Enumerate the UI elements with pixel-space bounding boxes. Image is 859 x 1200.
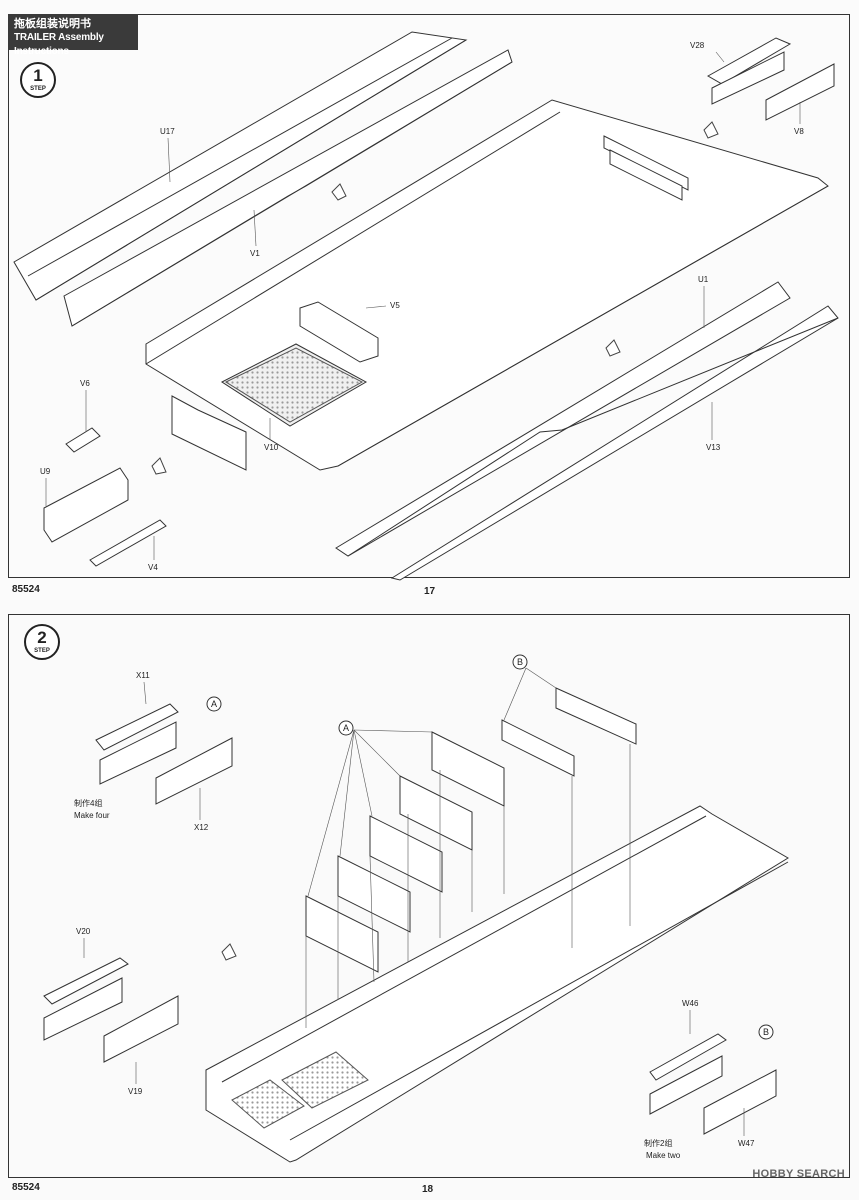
leader-lines	[83, 667, 745, 1136]
part-v28-v8-bracket	[706, 37, 835, 121]
footer-code: 85524	[12, 1182, 40, 1193]
watermark: HOBBY SEARCH	[752, 1168, 845, 1180]
note-make-four-cn: 制作4组	[74, 798, 102, 808]
instruction-page-17: 拖板组装说明书 TRAILER Assembly Instructions 1 …	[8, 14, 850, 597]
callout-b-label: B	[517, 657, 523, 667]
label-v10: V10	[264, 443, 279, 452]
part-w46-w47-bracket	[649, 1033, 777, 1135]
page-frame	[8, 14, 850, 578]
step-label: STEP	[34, 648, 50, 654]
page-frame	[8, 614, 850, 1178]
label-w47: W47	[738, 1139, 755, 1148]
callout-b-w46	[758, 1024, 774, 1040]
header-title-en: TRAILER Assembly Instructions	[14, 32, 104, 57]
note-make-two-en: Make two	[646, 1151, 681, 1160]
part-mesh-plate-front	[281, 1051, 369, 1109]
crossmembers-a	[305, 731, 505, 973]
part-v1-rail	[63, 49, 513, 327]
label-u17: U17	[160, 127, 175, 136]
callout-a-x11	[206, 696, 222, 712]
callout-a-label: A	[211, 699, 217, 709]
label-v8: V8	[794, 127, 804, 136]
part-v20-v19-bracket	[43, 957, 179, 1063]
step-2-badge: 2 STEP	[24, 624, 60, 660]
label-v20: V20	[76, 927, 91, 936]
label-x12: X12	[194, 823, 209, 832]
label-x11: X11	[136, 671, 150, 680]
note-make-two-cn: 制作2组	[644, 1138, 672, 1148]
note-make-four-en: Make four	[74, 811, 110, 820]
part-u1-rail	[335, 281, 791, 557]
page-number: 17	[424, 586, 436, 597]
label-v5: V5	[390, 301, 400, 310]
direction-arrows	[151, 121, 719, 475]
callout-b-label: B	[763, 1027, 769, 1037]
label-u1: U1	[698, 275, 709, 284]
part-u9-v6-v4-assembly	[43, 427, 167, 567]
part-upper-crossmember	[603, 135, 689, 201]
label-v19: V19	[128, 1087, 143, 1096]
label-u9: U9	[40, 467, 51, 476]
callout-a-label: A	[343, 723, 349, 733]
callout-b-main	[512, 654, 528, 670]
instruction-page-18: 2 STEP	[0, 600, 859, 1200]
step-1-diagram: U17 V1 V5 V6 U9 V4 V10 U1 V13 V28 V8	[13, 31, 839, 581]
step-1-badge: 1 STEP	[20, 62, 56, 98]
part-mesh-plate-rear	[231, 1079, 305, 1129]
step-2-diagram: A A B B X11 X12 V20 V19 W46 W47 制作4组 Mak…	[43, 654, 789, 1163]
part-end-crossmember	[171, 395, 247, 471]
part-v10-mesh-plate	[221, 343, 368, 427]
step-number: 2	[37, 628, 47, 647]
leader-lines	[45, 51, 801, 560]
footer-code: 85524	[12, 584, 40, 595]
label-v4: V4	[148, 563, 158, 572]
part-x11-x12-bracket	[95, 703, 233, 805]
callout-circles	[206, 654, 774, 1040]
page-number: 18	[422, 1184, 434, 1195]
section-header: 拖板组装说明书 TRAILER Assembly Instructions	[8, 14, 138, 57]
label-v28: V28	[690, 41, 705, 50]
part-u17-rail	[13, 31, 468, 301]
label-w46: W46	[682, 999, 699, 1008]
label-v13: V13	[706, 443, 721, 452]
direction-arrows	[221, 943, 237, 961]
label-v1: V1	[250, 249, 260, 258]
label-v6: V6	[80, 379, 90, 388]
step-label: STEP	[30, 86, 46, 92]
part-v13-rail	[347, 305, 839, 581]
crossmembers-b	[501, 687, 637, 777]
callout-a-main	[338, 720, 354, 736]
header-title-cn: 拖板组装说明书	[14, 18, 91, 30]
part-v5-crossmember	[299, 301, 379, 363]
step-number: 1	[33, 66, 43, 85]
